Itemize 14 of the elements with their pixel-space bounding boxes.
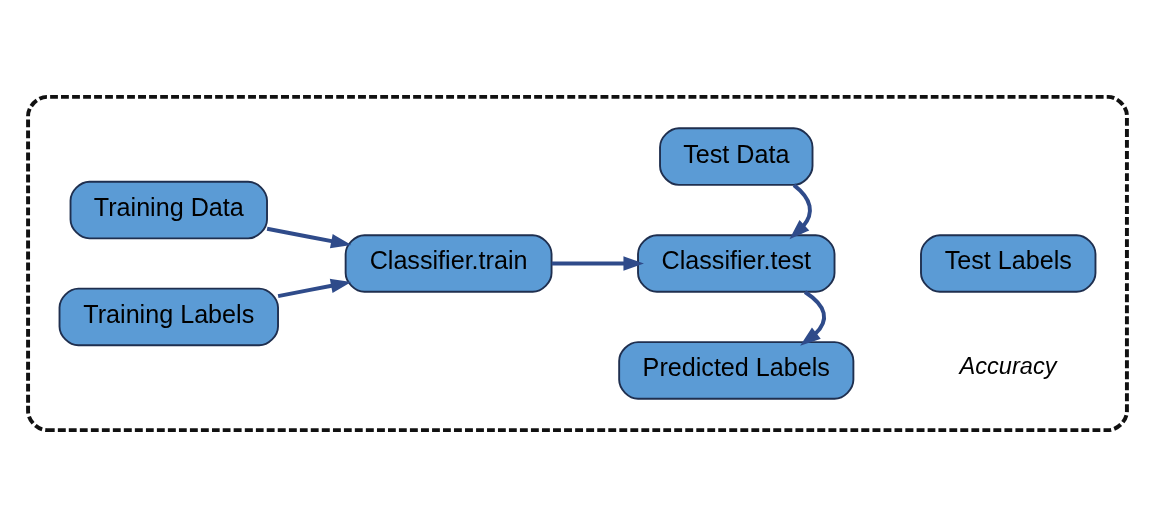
node-box: Training Data [69,180,268,239]
cluster [26,94,1129,432]
node-box: Classifier.train [344,233,553,293]
arrow [551,255,644,271]
node-box: Predicted Labels [618,340,855,400]
label: Accuracy [959,352,1057,379]
arrow [277,278,352,298]
node-box: Classifier.test [637,233,836,293]
node-box: Test Data [659,126,814,186]
arrow [800,289,827,346]
arrow [266,226,352,248]
node-box: Training Labels [58,287,279,346]
node-box: Test Labels [920,233,1097,293]
arrow [789,183,812,239]
